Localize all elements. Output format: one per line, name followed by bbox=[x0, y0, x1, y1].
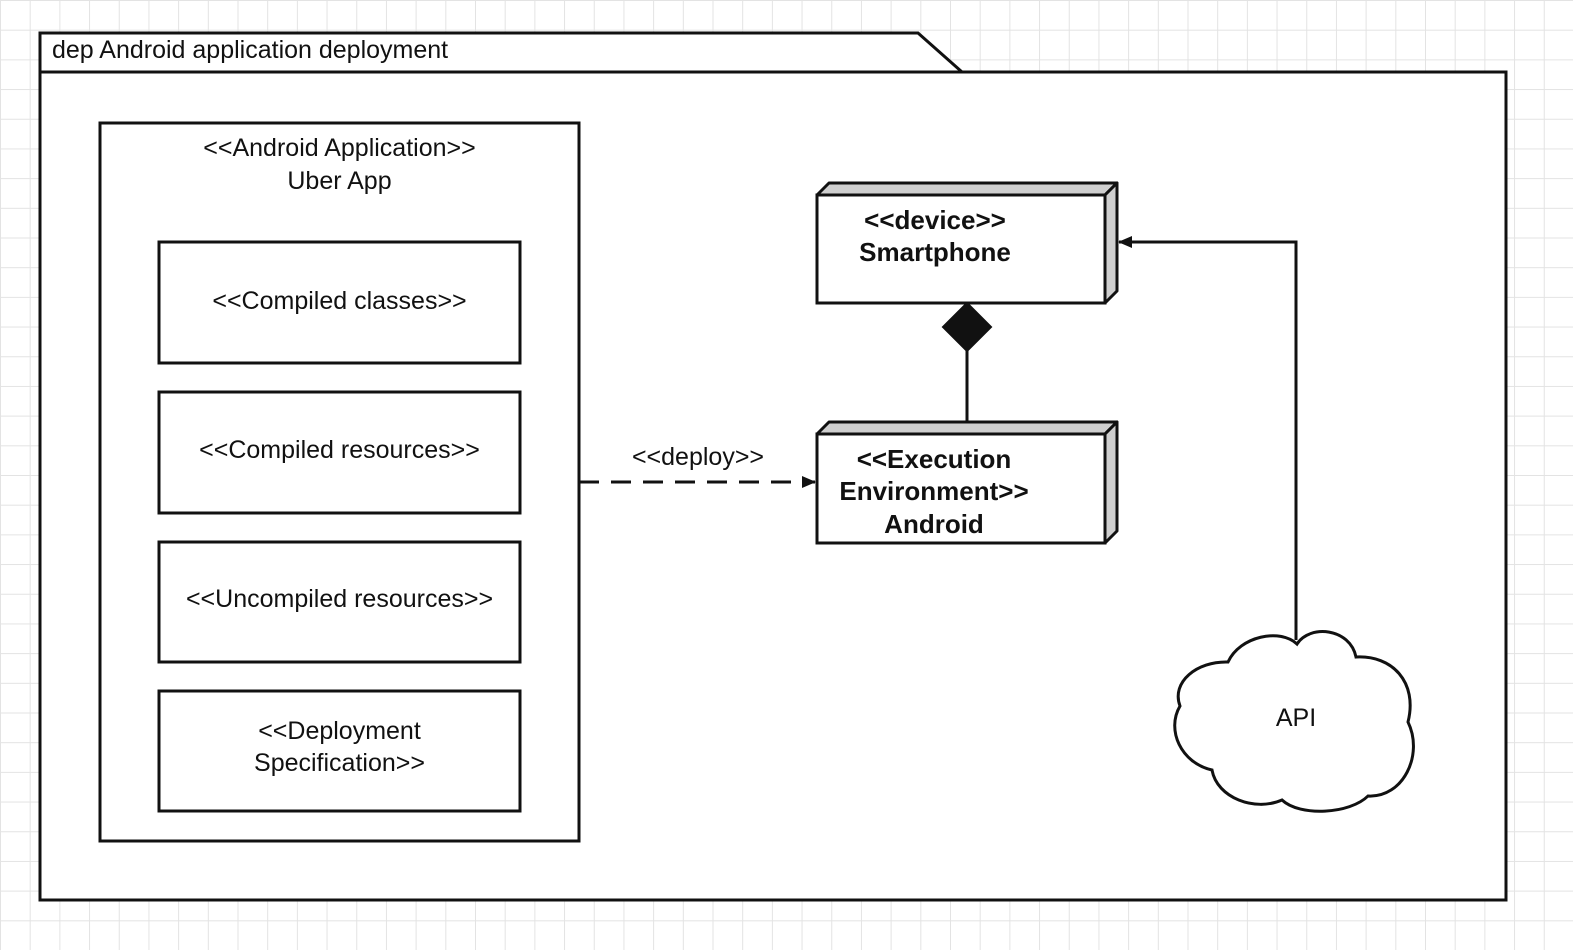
execution-environment-node bbox=[815, 420, 1119, 545]
composition-diamond bbox=[941, 301, 993, 353]
api-label: API bbox=[1275, 704, 1317, 732]
artifact-compiled-resources-label: <<Compiled resources>> bbox=[199, 436, 480, 464]
artifact-compiled-classes-label: <<Compiled classes>> bbox=[212, 287, 467, 315]
device-node bbox=[815, 181, 1119, 305]
artifact-compiled-classes bbox=[157, 240, 522, 365]
exec-env-stereotype-line1: <<Execution bbox=[856, 444, 1012, 474]
artifact-uncompiled-resources-label: <<Uncompiled resources>> bbox=[185, 585, 494, 613]
device-stereotype: <<device>> bbox=[864, 205, 1006, 235]
api-cloud bbox=[1173, 630, 1415, 813]
artifact-uncompiled-resources bbox=[157, 540, 522, 664]
frame-title: dep Android application deployment bbox=[52, 36, 449, 64]
deploy-label: <<deploy>> bbox=[631, 443, 765, 471]
exec-env-name: Android bbox=[884, 509, 984, 539]
artifact-deployment-specification-line1: <<Deployment bbox=[258, 717, 421, 745]
api-connection-arrow bbox=[1118, 236, 1298, 640]
artifact-compiled-resources bbox=[157, 390, 522, 515]
exec-env-stereotype-line2: Environment>> bbox=[839, 476, 1029, 506]
app-name: Uber App bbox=[287, 167, 392, 195]
device-name: Smartphone bbox=[859, 237, 1011, 267]
artifact-deployment-specification-line2: Specification>> bbox=[254, 749, 425, 777]
artifact-deployment-specification bbox=[157, 689, 522, 813]
app-stereotype: <<Android Application>> bbox=[203, 134, 476, 162]
